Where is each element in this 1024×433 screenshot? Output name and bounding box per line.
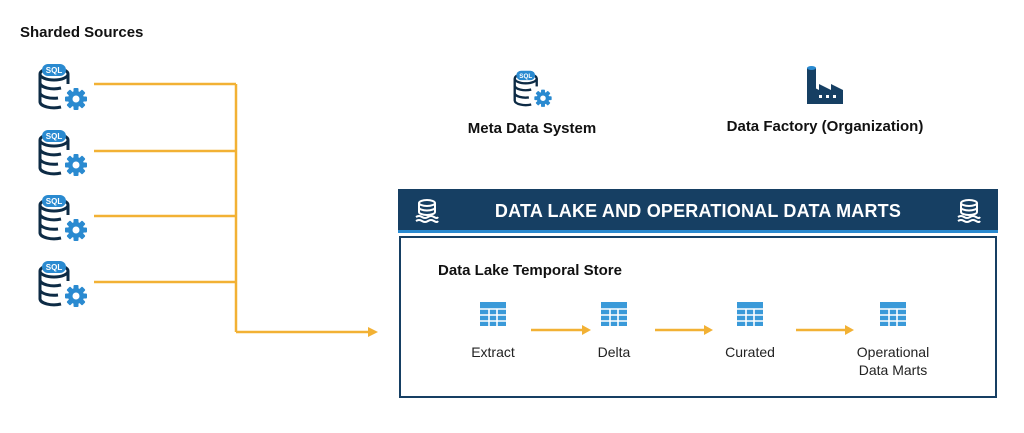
sql-database-icon: SQL <box>34 189 90 245</box>
factory-icon <box>803 64 847 108</box>
banner-title: DATA LAKE AND OPERATIONAL DATA MARTS <box>494 201 902 221</box>
data-lake-icon <box>956 198 982 224</box>
sql-database-icon: SQL <box>34 124 90 180</box>
table-icon <box>879 301 907 327</box>
sql-badge: SQL <box>519 73 532 80</box>
meta-database-icon: SQL <box>510 66 554 110</box>
sql-badge: SQL <box>46 263 63 272</box>
sql-database-icon: SQL <box>34 58 90 114</box>
step-operational-label-line2: Data Marts <box>858 362 928 378</box>
sql-badge: SQL <box>46 66 63 75</box>
step-curated-label: Curated <box>725 344 775 360</box>
meta-data-system-label: Meta Data System <box>467 120 597 137</box>
sql-badge: SQL <box>46 132 63 141</box>
table-icon <box>479 301 507 327</box>
step-operational-label-line1: Operational <box>856 344 930 360</box>
data-lake-icon <box>414 198 440 224</box>
sql-database-icon: SQL <box>34 255 90 311</box>
feed-arrowhead <box>368 327 378 337</box>
table-icon <box>600 301 628 327</box>
table-icon <box>736 301 764 327</box>
temporal-store-title: Data Lake Temporal Store <box>438 262 622 279</box>
data-lake-banner: DATA LAKE AND OPERATIONAL DATA MARTS <box>398 189 998 233</box>
sharded-sources-title: Sharded Sources <box>20 24 144 41</box>
step-delta-label: Delta <box>597 344 631 360</box>
sql-badge: SQL <box>46 197 63 206</box>
data-factory-label: Data Factory (Organization) <box>726 118 924 135</box>
step-extract-label: Extract <box>471 344 515 360</box>
